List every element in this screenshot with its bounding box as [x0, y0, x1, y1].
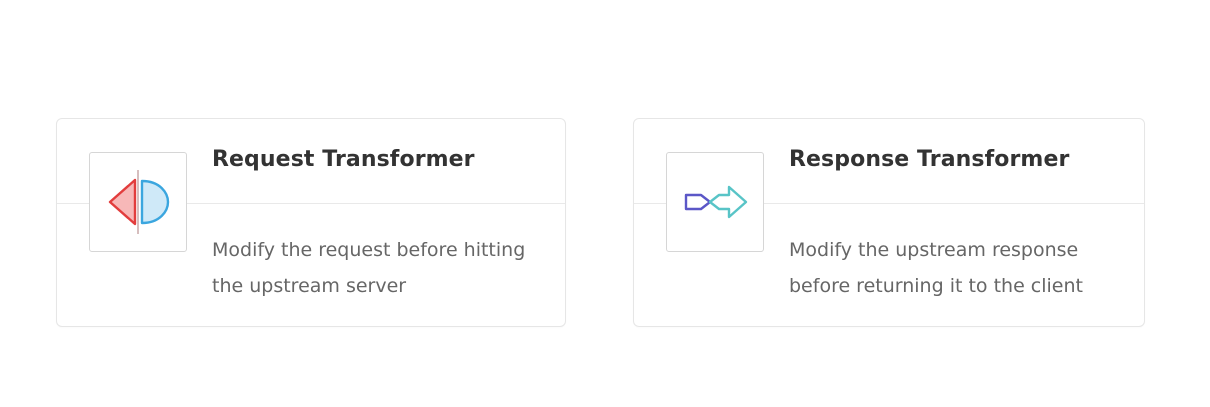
request-transformer-card[interactable]: Request Transformer Modify the request b…	[56, 118, 566, 327]
split-triangle-half-circle-icon	[108, 170, 170, 234]
arrow-transform-icon	[684, 185, 748, 219]
response-transformer-card[interactable]: Response Transformer Modify the upstream…	[633, 118, 1145, 327]
response-transformer-icon-box	[666, 152, 764, 252]
request-transformer-icon-box	[89, 152, 187, 252]
card-description: Modify the request before hitting the up…	[212, 239, 526, 297]
card-description: Modify the upstream response before retu…	[789, 239, 1083, 297]
card-title: Response Transformer	[789, 147, 1070, 172]
card-divider	[57, 203, 565, 204]
card-divider	[634, 203, 1144, 204]
card-title: Request Transformer	[212, 147, 475, 172]
